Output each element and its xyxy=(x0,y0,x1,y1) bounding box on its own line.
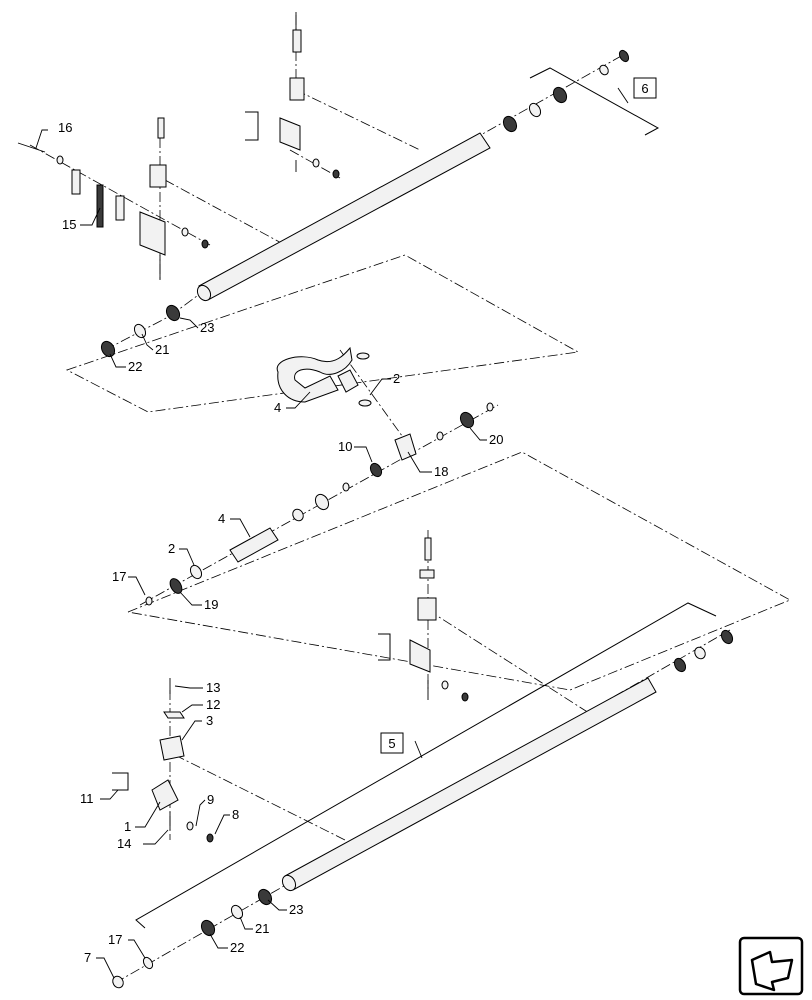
callout-21-bottom: 21 xyxy=(255,921,269,936)
bottom-tube xyxy=(284,677,657,891)
top-tube xyxy=(198,132,491,301)
lower-shaft-assembly xyxy=(112,629,734,989)
callout-box-6 xyxy=(633,77,657,99)
callout-23-bottom: 23 xyxy=(289,902,303,917)
callout-3: 3 xyxy=(206,713,213,728)
callout-1: 1 xyxy=(124,819,131,834)
callout-8: 8 xyxy=(232,807,239,822)
callout-18: 18 xyxy=(434,464,448,479)
lower-mount-assembly xyxy=(112,537,469,843)
callout-box-5 xyxy=(380,732,404,754)
middle-hose-assembly xyxy=(145,346,494,606)
callout-14: 14 xyxy=(117,836,131,851)
bent-hose xyxy=(276,346,353,403)
callout-10: 10 xyxy=(338,439,352,454)
callouts: 16 15 23 21 22 2 4 10 20 18 4 2 17 19 13… xyxy=(58,77,657,965)
callout-2-mid: 2 xyxy=(168,541,175,556)
callout-11: 11 xyxy=(80,791,94,806)
short-hose xyxy=(229,527,279,563)
top-shaft-assembly xyxy=(17,12,630,358)
callout-12: 12 xyxy=(206,697,220,712)
callout-9: 9 xyxy=(207,792,214,807)
kit-brackets xyxy=(135,67,717,929)
callout-23-top: 23 xyxy=(200,320,214,335)
callout-20: 20 xyxy=(489,432,503,447)
callout-6: 6 xyxy=(641,81,648,96)
callout-19: 19 xyxy=(204,597,218,612)
callout-21-top: 21 xyxy=(155,342,169,357)
callout-17-bottom: 17 xyxy=(108,932,122,947)
leader-lines xyxy=(35,129,487,979)
centerlines xyxy=(29,15,791,984)
callout-15: 15 xyxy=(62,217,76,232)
next-page-arrow-icon[interactable] xyxy=(738,936,804,996)
callout-17-mid: 17 xyxy=(112,569,126,584)
callout-4-mid: 4 xyxy=(218,511,225,526)
callout-4-top: 4 xyxy=(274,400,281,415)
callout-2-top: 2 xyxy=(393,371,400,386)
callout-22-top: 22 xyxy=(128,359,142,374)
callout-22-bottom: 22 xyxy=(230,940,244,955)
callout-5: 5 xyxy=(388,736,395,751)
callout-16: 16 xyxy=(58,120,72,135)
callout-13: 13 xyxy=(206,680,220,695)
callout-7: 7 xyxy=(84,950,91,965)
